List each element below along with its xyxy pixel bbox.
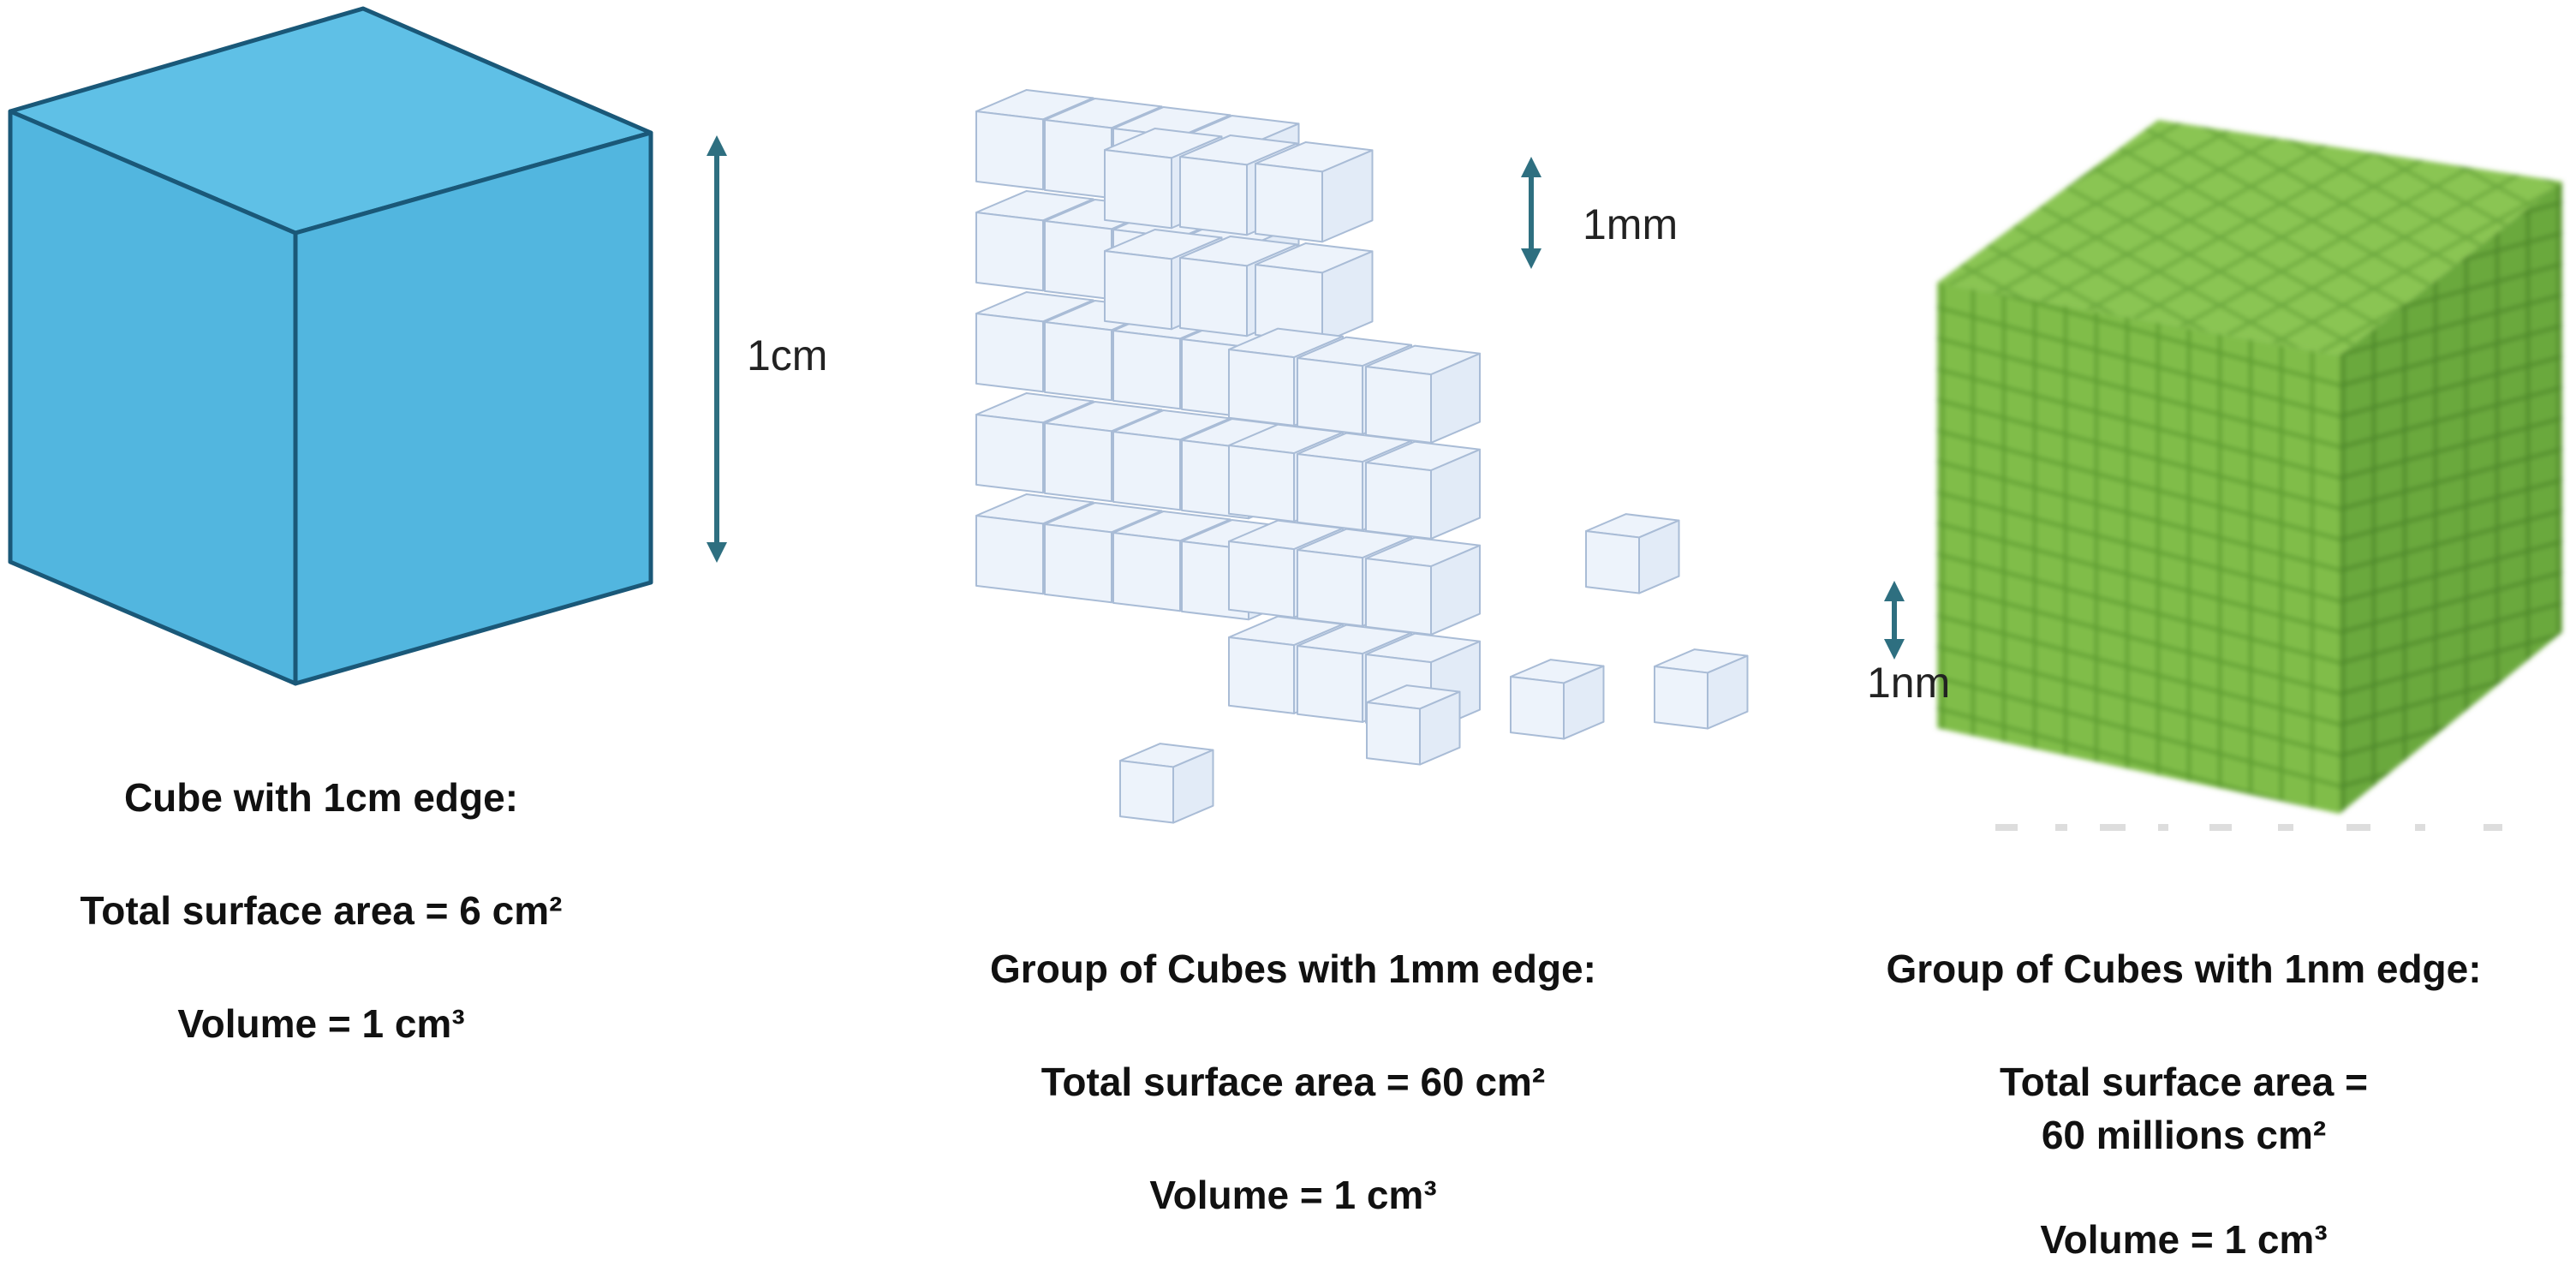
caption-heading: Group of Cubes with 1nm edge:	[1886, 947, 2482, 991]
label-1cm: 1cm	[747, 331, 827, 379]
caption-1nm-cubes: Group of Cubes with 1nm edge: Total surf…	[1833, 942, 2535, 1266]
caption-1cm-cube: Cube with 1cm edge: Total surface area =…	[26, 771, 617, 1050]
caption-heading: Group of Cubes with 1mm edge:	[990, 947, 1596, 991]
loose-small-cube	[1366, 684, 1461, 766]
loose-small-cube	[1119, 743, 1214, 824]
loose-small-cube	[1585, 513, 1680, 594]
small-cube	[1365, 344, 1481, 444]
small-cube	[1365, 440, 1481, 540]
small-cubes-group	[975, 89, 1749, 824]
caption-surface-area: Total surface area = 60 cm²	[1041, 1060, 1546, 1105]
caption-volume: Volume = 1 cm³	[177, 1001, 465, 1047]
caption-surface-area-line2: 60 millions cm²	[2041, 1113, 2327, 1158]
caption-1mm-cubes: Group of Cubes with 1mm edge: Total surf…	[925, 942, 1661, 1221]
small-cube	[1365, 536, 1481, 636]
loose-small-cube	[1510, 659, 1605, 740]
nano-cube	[1937, 120, 2562, 814]
caption-surface-area-line1: Total surface area =	[2000, 1060, 2368, 1105]
small-cube	[1255, 242, 1374, 344]
loose-small-cube	[1654, 648, 1749, 730]
big-cube	[8, 6, 653, 686]
label-1mm: 1mm	[1583, 200, 1678, 248]
caption-heading: Cube with 1cm edge:	[123, 775, 519, 820]
caption-surface-area: Total surface area = 6 cm²	[80, 888, 563, 934]
label-1nm: 1nm	[1867, 659, 1950, 707]
caption-volume: Volume = 1 cm³	[2040, 1217, 2328, 1263]
nano-baseline-smudge	[1995, 824, 2502, 831]
small-cube	[1255, 141, 1374, 243]
caption-volume: Volume = 1 cm³	[1149, 1173, 1437, 1218]
